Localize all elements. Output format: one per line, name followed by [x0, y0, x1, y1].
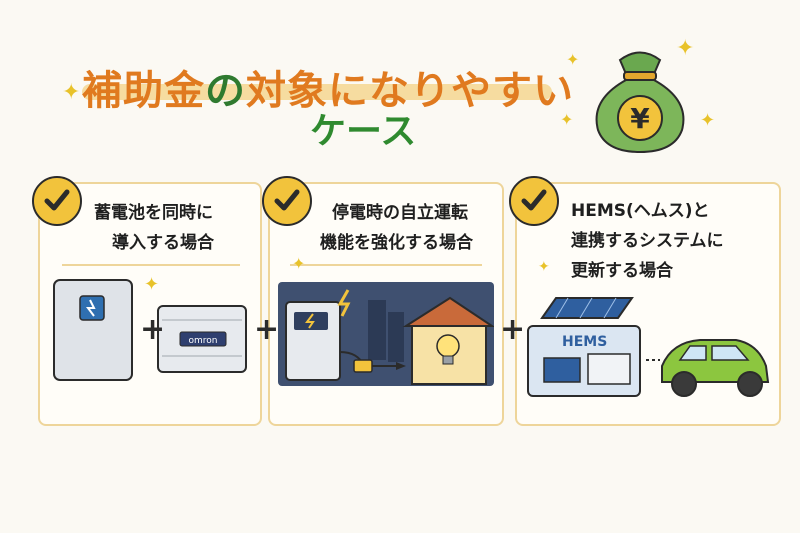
- sparkle-icon: ✦: [676, 36, 695, 61]
- divider: [62, 264, 240, 266]
- case-text-line1: 停電時の自立運転: [332, 203, 468, 223]
- light-bulb-icon: [436, 334, 460, 358]
- car-wheel: [737, 371, 763, 397]
- car-wheel: [671, 371, 697, 397]
- hems-label: HEMS: [562, 334, 607, 350]
- money-bag-icon: ¥: [595, 51, 685, 154]
- backup-illustration: [278, 282, 494, 386]
- divider: [290, 264, 482, 266]
- device-brand-label: omron: [189, 336, 218, 346]
- headline-line2: ケース: [310, 111, 417, 152]
- sparkle-icon: ✦: [62, 80, 81, 105]
- sparkle-icon: ✦: [700, 110, 716, 131]
- plus-icon: +: [140, 312, 166, 347]
- plus-icon: +: [254, 312, 280, 347]
- case-text-line1: 蓄電池を同時に: [94, 203, 213, 223]
- battery-illustration: omron: [53, 279, 247, 381]
- sparkle-icon: ✦: [560, 110, 574, 129]
- hems-illustration: HEMS: [527, 297, 770, 397]
- check-icon: [262, 176, 312, 226]
- storage-battery: [53, 279, 133, 381]
- case-text-line1: HEMS(ヘムス)と: [571, 201, 710, 221]
- headline: 補助金の対象になりやすい ケース: [60, 40, 573, 152]
- sparkle-icon: ✦: [538, 259, 550, 275]
- check-icon: [509, 176, 559, 226]
- solar-panel: [540, 297, 634, 319]
- headline-subsidy: 補助金: [82, 68, 205, 114]
- plus-icon: +: [500, 312, 526, 347]
- sparkle-icon: ✦: [292, 254, 306, 273]
- sparkle-icon: ✦: [144, 274, 160, 295]
- headline-line1: 補助金の対象になりやすい: [82, 58, 574, 116]
- case-text-line2: 導入する場合: [112, 233, 214, 253]
- case-text-line2: 機能を強化する場合: [320, 233, 473, 253]
- case-text-line2: 連携するシステムに: [571, 231, 724, 251]
- yen-symbol: ¥: [630, 102, 650, 135]
- headline-likely: になりやすい: [328, 68, 574, 114]
- case-text-line3: 更新する場合: [571, 261, 673, 281]
- lightning-icon: [337, 289, 351, 317]
- sparkle-icon: ✦: [566, 50, 580, 69]
- check-icon: [32, 176, 82, 226]
- headline-no: の: [205, 68, 246, 114]
- headline-target: 対象: [246, 68, 328, 114]
